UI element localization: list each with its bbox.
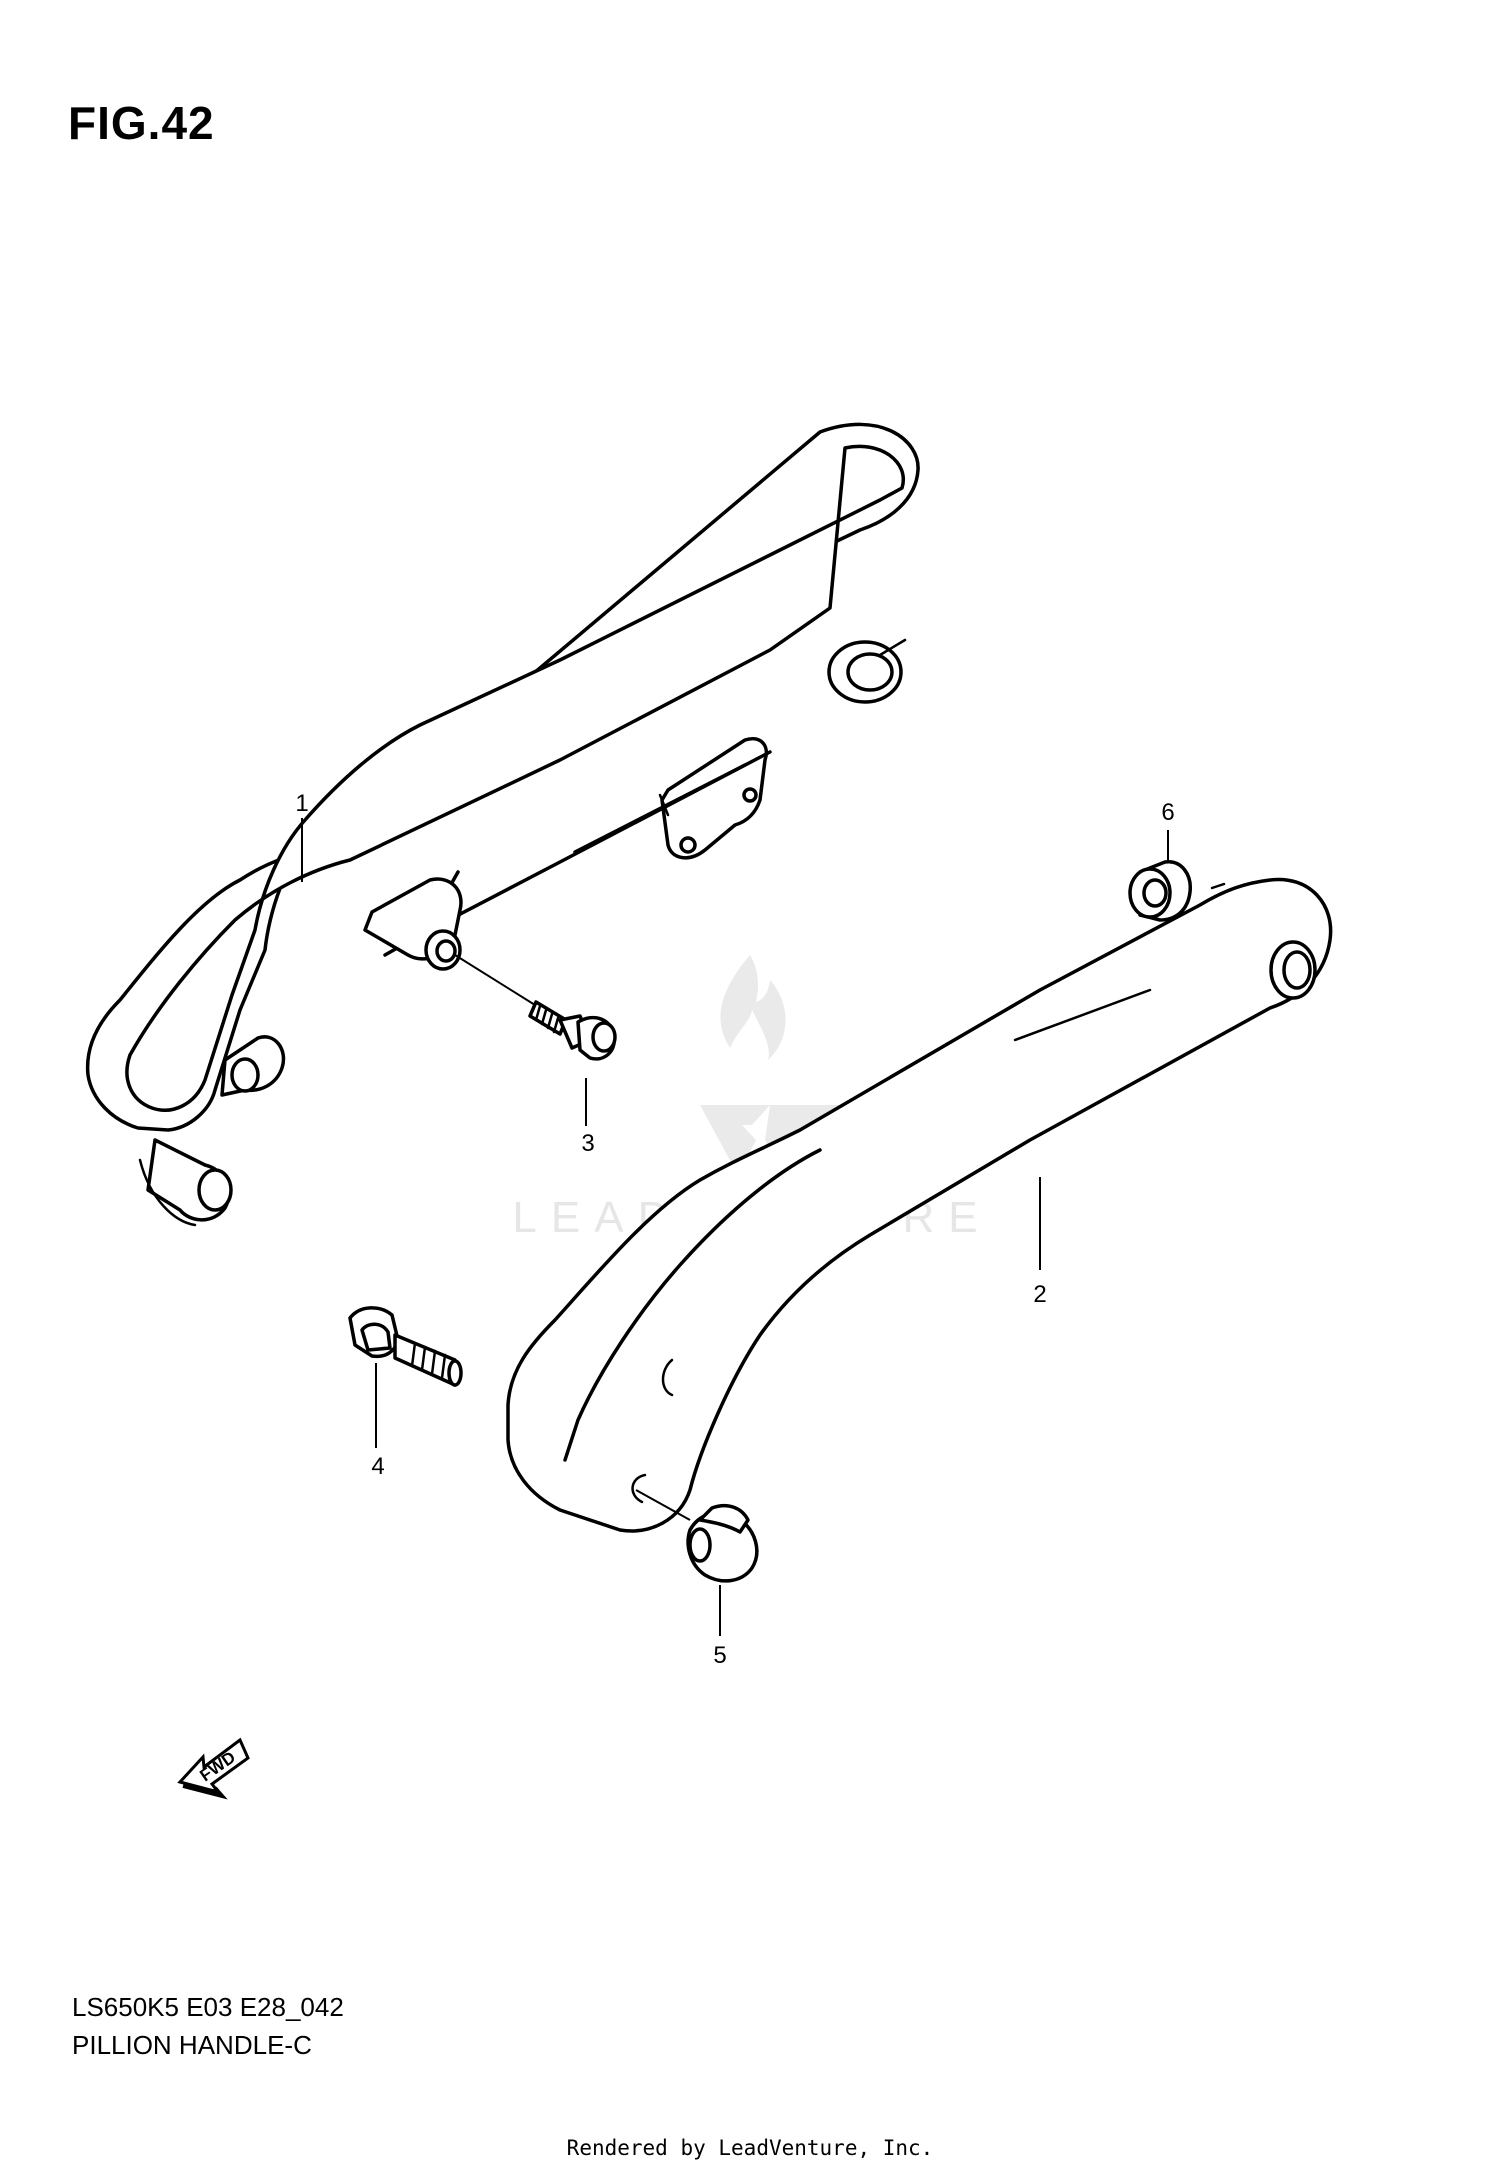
figure-title: FIG.42 [68,97,215,149]
leader-3b [454,954,536,1006]
part-5-nut [686,1503,759,1583]
callout-2: 2 [1033,1281,1046,1308]
diagram-name: PILLION HANDLE-C [72,2030,312,2060]
callout-5: 5 [713,1642,726,1669]
callout-3: 3 [581,1130,594,1157]
fwd-arrow-icon: FWD [177,1737,250,1800]
part-4-bolt [348,1306,463,1387]
diagram-code: LS650K5 E03 E28_042 [72,1992,344,2022]
callout-6: 6 [1161,799,1174,826]
callout-4: 4 [371,1453,384,1480]
part-6-grommet [1128,860,1192,922]
callout-1: 1 [295,790,308,817]
part-2-pillion-handle [506,877,1333,1533]
leader-lines [301,818,1169,1636]
part-3-bolt [528,1000,617,1061]
leader-5b [635,1489,691,1521]
part-1-pillion-handle [85,422,920,1227]
rendered-by-credit: Rendered by LeadVenture, Inc. [566,2136,934,2160]
